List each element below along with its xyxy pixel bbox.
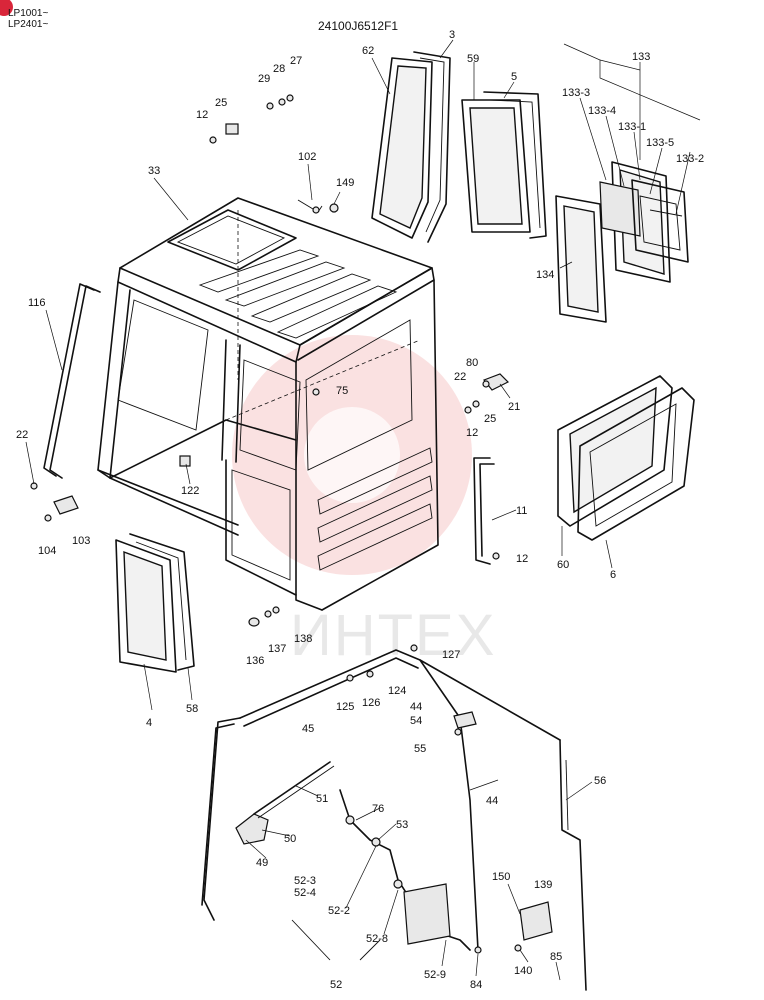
- part-label: 133: [632, 51, 650, 63]
- window-60-6: [557, 375, 695, 541]
- part-label: 52-8: [366, 933, 388, 945]
- part-label: 59: [467, 53, 479, 65]
- part-label: 53: [396, 819, 408, 831]
- watermark-gear-icon: [232, 335, 472, 575]
- part-label: 44: [486, 795, 498, 807]
- part-label: 126: [362, 697, 380, 709]
- part-label: 58: [186, 703, 198, 715]
- part-label: 133-3: [562, 87, 590, 99]
- serial-range-2: LP2401~: [8, 19, 48, 30]
- part-label: 28: [273, 63, 285, 75]
- part-label: 22: [454, 371, 466, 383]
- part-label: 122: [181, 485, 199, 497]
- part-label: 125: [336, 701, 354, 713]
- part-label: 25: [484, 413, 496, 425]
- part-label: 54: [410, 715, 422, 727]
- header: LP1001~ LP2401~ 24100J6512F1: [0, 0, 398, 33]
- part-label: 33: [148, 165, 160, 177]
- part-label: 50: [284, 833, 296, 845]
- part-label: 49: [256, 857, 268, 869]
- badge-icon: [0, 0, 13, 16]
- part-label: 44: [410, 701, 422, 713]
- part-label: 6: [610, 569, 616, 581]
- part-label: 85: [550, 951, 562, 963]
- serial-range-1: LP1001~: [8, 8, 48, 19]
- part-label: 104: [38, 545, 56, 557]
- part-label: 134: [536, 269, 554, 281]
- watermark-text: ИНТЕХ: [290, 603, 496, 668]
- part-label: 62: [362, 45, 374, 57]
- part-label: 116: [28, 297, 46, 309]
- part-label: 52-4: [294, 887, 316, 899]
- part-label: 56: [594, 775, 606, 787]
- wiper-frame: [201, 644, 587, 991]
- part-label: 22: [16, 429, 28, 441]
- part-label: 11: [516, 505, 527, 517]
- window-4-58: [115, 533, 195, 673]
- handrail-11: [473, 457, 495, 565]
- hardware: [30, 94, 510, 627]
- window-59-5: [461, 91, 547, 239]
- part-label: 102: [298, 151, 316, 163]
- part-label: 52: [330, 979, 342, 991]
- part-labels: 3 62 59 5 133 133-3 133-4 133-1 133-5 13…: [16, 29, 704, 991]
- part-label: 103: [72, 535, 90, 547]
- part-label: 80: [466, 357, 478, 369]
- part-label: 133-1: [618, 121, 646, 133]
- part-label: 21: [508, 401, 520, 413]
- part-label: 133-4: [588, 105, 616, 117]
- part-label: 133-2: [676, 153, 704, 165]
- sliding-window-133: [599, 161, 689, 283]
- part-label: 45: [302, 723, 314, 735]
- cab-frame: [97, 197, 439, 611]
- part-label: 52-9: [424, 969, 446, 981]
- part-label: 124: [388, 685, 406, 697]
- part-label: 149: [336, 177, 354, 189]
- part-label: 84: [470, 979, 482, 991]
- part-label: 60: [557, 559, 569, 571]
- part-label: 12: [196, 109, 208, 121]
- drawing-number: 24100J6512F1: [318, 19, 398, 33]
- part-label: 75: [336, 385, 348, 397]
- handrail-116: [43, 283, 101, 479]
- part-label: 136: [246, 655, 264, 667]
- part-label: 138: [294, 633, 312, 645]
- part-label: 52-3: [294, 875, 316, 887]
- part-label: 55: [414, 743, 426, 755]
- part-label: 12: [516, 553, 528, 565]
- part-label: 29: [258, 73, 270, 85]
- part-label: 27: [290, 55, 302, 67]
- window-62-3: [371, 51, 451, 243]
- part-label: 133-5: [646, 137, 674, 149]
- part-label: 3: [449, 29, 455, 41]
- part-label: 52-2: [328, 905, 350, 917]
- part-label: 137: [268, 643, 286, 655]
- part-label: 127: [442, 649, 460, 661]
- part-label: 5: [511, 71, 517, 83]
- part-label: 140: [514, 965, 532, 977]
- part-label: 139: [534, 879, 552, 891]
- part-label: 150: [492, 871, 510, 883]
- part-label: 25: [215, 97, 227, 109]
- part-label: 12: [466, 427, 478, 439]
- part-label: 4: [146, 717, 152, 729]
- part-label: 51: [316, 793, 328, 805]
- leader-lines: [25, 39, 701, 981]
- part-label: 76: [372, 803, 384, 815]
- window-134: [555, 195, 607, 323]
